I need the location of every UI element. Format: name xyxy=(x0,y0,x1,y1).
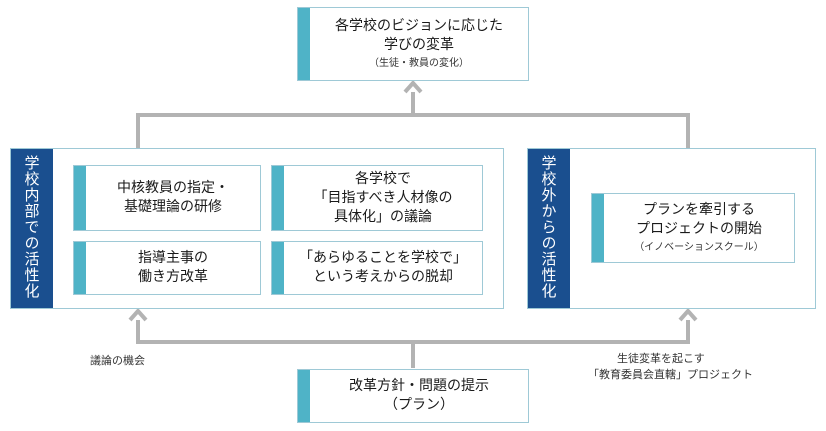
left-box-core-teachers-line2: 基礎理論の研修 xyxy=(124,199,222,215)
connector-top-horizontal xyxy=(136,113,690,117)
left-box-ideal-person-accent xyxy=(272,166,284,230)
top-box-title-line1: 各学校のビジョンに応じた xyxy=(335,18,503,34)
right-box-line2: プロジェクトの開始 xyxy=(636,221,762,237)
right-note-line2: 「教育委員会直轄」プロジェクト xyxy=(588,368,753,381)
left-box-ideal-person-line2: 「目指すべき人材像の xyxy=(313,189,453,206)
top-box-accent xyxy=(298,8,310,80)
left-box-core-teachers: 中核教員の指定・ 基礎理論の研修 xyxy=(73,165,261,231)
right-panel-external: 学校外からの活性化 プランを牽引する プロジェクトの開始 （イノベーションスクー… xyxy=(527,148,816,309)
left-box-break-away-accent xyxy=(272,242,284,294)
left-panel-internal: 学校内部での活性化 中核教員の指定・ 基礎理論の研修 各学校で 「目指すべき人材… xyxy=(10,148,504,309)
left-box-break-away-line1: 「あらゆることを学校で」 xyxy=(299,250,467,266)
left-panel-label: 学校内部での活性化 xyxy=(11,149,53,308)
left-note-discussion: 議論の機会 xyxy=(90,354,145,367)
connector-bottom-right-vertical xyxy=(686,320,690,342)
left-box-supervisor-reform-accent xyxy=(74,242,86,294)
left-box-break-away-line2: という考えからの脱却 xyxy=(313,269,453,285)
connector-top-right-vertical xyxy=(686,113,690,148)
right-note-line1: 生徒変革を起こす xyxy=(617,352,705,365)
bottom-box-line1: 改革方針・問題の提示 xyxy=(349,378,489,394)
right-box-project-start: プランを牽引する プロジェクトの開始 （イノベーションスクール） xyxy=(591,193,795,263)
left-box-ideal-person-line3: 具体化」の議論 xyxy=(334,208,432,225)
left-box-ideal-person: 各学校で 「目指すべき人材像の 具体化」の議論 xyxy=(271,165,483,231)
left-box-supervisor-reform: 指導主事の 働き方改革 xyxy=(73,241,261,295)
top-box-subtitle: （生徒・教員の変化） xyxy=(369,58,469,69)
left-box-core-teachers-line1: 中核教員の指定・ xyxy=(117,180,229,196)
arrow-up-to-left-panel xyxy=(128,307,148,322)
connector-top-left-vertical xyxy=(136,113,140,148)
connector-top-center-vertical xyxy=(411,92,415,115)
right-box-project-start-accent xyxy=(592,194,604,262)
arrow-up-to-right-panel xyxy=(678,307,698,322)
connector-bottom-center-vertical xyxy=(411,342,415,368)
bottom-box-line2: （プラン） xyxy=(384,397,454,413)
left-box-supervisor-reform-line1: 指導主事の xyxy=(138,250,208,266)
connector-bottom-left-vertical xyxy=(136,320,140,342)
right-box-line1: プランを牽引する xyxy=(643,202,755,218)
left-box-break-away: 「あらゆることを学校で」 という考えからの脱却 xyxy=(271,241,483,295)
arrow-up-to-top-box xyxy=(403,79,423,94)
left-box-core-teachers-accent xyxy=(74,166,86,230)
left-box-supervisor-reform-line2: 働き方改革 xyxy=(138,269,208,285)
right-panel-label: 学校外からの活性化 xyxy=(528,149,570,308)
left-box-ideal-person-line1: 各学校で xyxy=(355,170,411,187)
top-box-title-line2: 学びの変革 xyxy=(384,37,454,53)
top-box-vision: 各学校のビジョンに応じた 学びの変革 （生徒・教員の変化） xyxy=(297,7,529,81)
bottom-box-accent xyxy=(298,370,310,422)
right-box-subtitle: （イノベーションスクール） xyxy=(634,242,764,253)
bottom-box-plan: 改革方針・問題の提示 （プラン） xyxy=(297,369,529,423)
